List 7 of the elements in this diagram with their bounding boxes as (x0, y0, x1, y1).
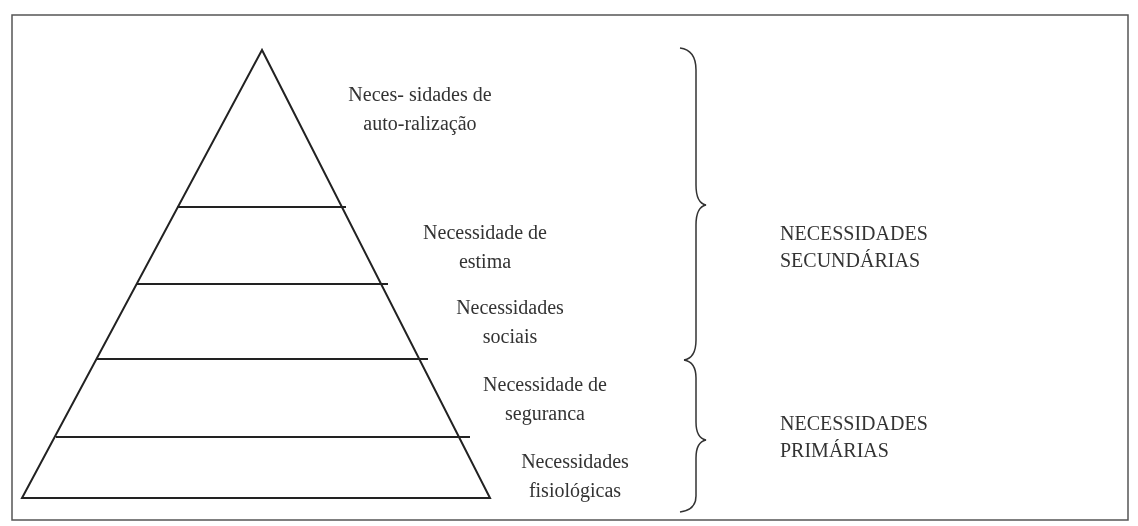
category-label: NECESSIDADES PRIMÁRIAS (780, 411, 929, 463)
level-label: Necessidades sociais (455, 295, 565, 349)
category-label: NECESSIDADES SECUNDÁRIAS (780, 221, 929, 273)
level-label: Necessidades fisiológicas (520, 449, 630, 504)
level-label: Necessidade de seguranca (482, 372, 608, 427)
level-label: Neces- sidades de auto-ralização (347, 82, 493, 137)
level-label: Necessidade de estima (422, 220, 548, 274)
